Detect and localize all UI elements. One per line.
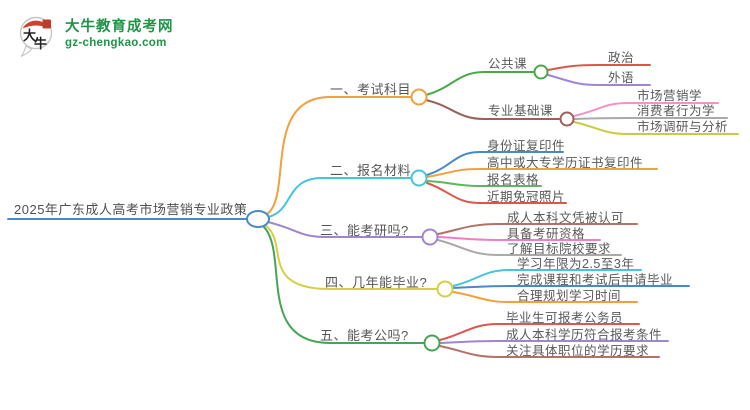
node-id-copy[interactable]: 身份证复印件: [487, 139, 566, 153]
node-position-requirement[interactable]: 关注具体职位的学历要求: [506, 344, 650, 358]
edge-grad-to-duration: [452, 269, 642, 287]
edge-prof-to-consumer: [573, 117, 728, 120]
logo-site-name: 大牛教育成考网: [65, 19, 174, 35]
logo-text-block: 大牛教育成考网 gz-chengkao.com: [65, 15, 174, 50]
edge-public-to-politics: [547, 64, 651, 71]
node-root[interactable]: 2025年广东成人高考市场营销专业政策: [14, 202, 248, 217]
edge-public-to-foreign: [547, 74, 651, 86]
logo-site-url: gz-chengkao.com: [65, 37, 167, 49]
edge-civil-to-servant: [439, 323, 640, 341]
edge-postgrad-to-eligible: [437, 236, 601, 241]
logo-char-top: 大: [23, 28, 36, 44]
logo-char-bottom: 牛: [34, 36, 47, 52]
node-handle-materials[interactable]: [410, 169, 428, 187]
node-civil-qualify[interactable]: 成人本科学历符合报考条件: [506, 328, 663, 342]
node-enroll-form[interactable]: 报名表格: [487, 173, 540, 187]
node-enroll-materials[interactable]: 二、报名材料: [330, 163, 412, 178]
node-plan-study-time[interactable]: 合理规划学习时间: [517, 289, 622, 303]
edge-civil-to-position: [439, 345, 660, 358]
edge-root-to-materials: [267, 177, 412, 218]
node-professional-course[interactable]: 专业基础课: [488, 104, 554, 118]
node-public-course[interactable]: 公共课: [488, 57, 528, 71]
logo-bubble-tail: [20, 45, 33, 58]
edge-materials-to-form: [426, 180, 542, 187]
node-study-duration[interactable]: 学习年限为2.5至3年: [517, 257, 635, 271]
edge-materials-to-photo: [426, 182, 567, 204]
node-handle-postgraduate[interactable]: [421, 228, 439, 246]
node-handle-exam[interactable]: [410, 88, 428, 106]
edge-grad-to-plan: [452, 291, 638, 303]
node-civil-question[interactable]: 五、能考公吗?: [320, 328, 409, 343]
node-handle-public[interactable]: [533, 64, 549, 80]
node-photo[interactable]: 近期免冠照片: [487, 190, 566, 204]
node-postgrad-eligible[interactable]: 具备考研资格: [507, 227, 586, 241]
edge-grad-to-apply: [452, 285, 690, 289]
logo-icon: 大 牛: [19, 16, 53, 58]
edge-exam-to-public: [425, 71, 534, 96]
node-politics[interactable]: 政治: [608, 51, 635, 65]
edge-root-to-civil: [262, 225, 425, 344]
node-handle-graduation[interactable]: [436, 280, 454, 298]
node-handle-root[interactable]: [246, 210, 270, 228]
node-exam-subjects[interactable]: 一、考试科目: [330, 82, 412, 97]
node-civil-servant[interactable]: 毕业生可报考公务员: [506, 311, 624, 325]
edge-root-to-graduation: [264, 224, 438, 290]
site-logo[interactable]: 大 牛 大牛教育成考网 gz-chengkao.com: [18, 15, 174, 59]
edge-prof-to-marketing: [573, 102, 719, 117]
node-apply-graduation[interactable]: 完成课程和考试后申请毕业: [517, 273, 674, 287]
node-handle-civil[interactable]: [423, 334, 441, 352]
node-handle-professional[interactable]: [559, 111, 575, 127]
node-foreign-language[interactable]: 外语: [608, 71, 635, 85]
node-graduation-question[interactable]: 四、几年能毕业?: [325, 275, 428, 290]
edge-materials-to-diploma: [426, 168, 658, 178]
node-consumer-behavior[interactable]: 消费者行为学: [637, 104, 716, 118]
node-target-school[interactable]: 了解目标院校要求: [507, 242, 612, 256]
logo-seal: [42, 19, 51, 29]
edge-materials-to-id: [426, 151, 564, 176]
node-market-research[interactable]: 市场调研与分析: [637, 120, 729, 134]
edge-root-to-postgraduate: [267, 221, 423, 238]
node-diploma-copy[interactable]: 高中或大专学历证书复印件: [487, 156, 644, 170]
edge-exam-to-professional: [425, 99, 560, 120]
node-diploma-recognized[interactable]: 成人本科文凭被认可: [507, 211, 625, 225]
edge-root-to-exam: [266, 96, 412, 215]
edge-postgrad-to-recognized: [437, 223, 638, 235]
node-postgraduate-question[interactable]: 三、能考研吗?: [320, 223, 409, 238]
node-marketing[interactable]: 市场营销学: [637, 89, 703, 103]
edge-prof-to-research: [573, 121, 739, 135]
edge-postgrad-to-target: [437, 239, 622, 256]
edge-civil-to-qualify: [439, 340, 669, 344]
